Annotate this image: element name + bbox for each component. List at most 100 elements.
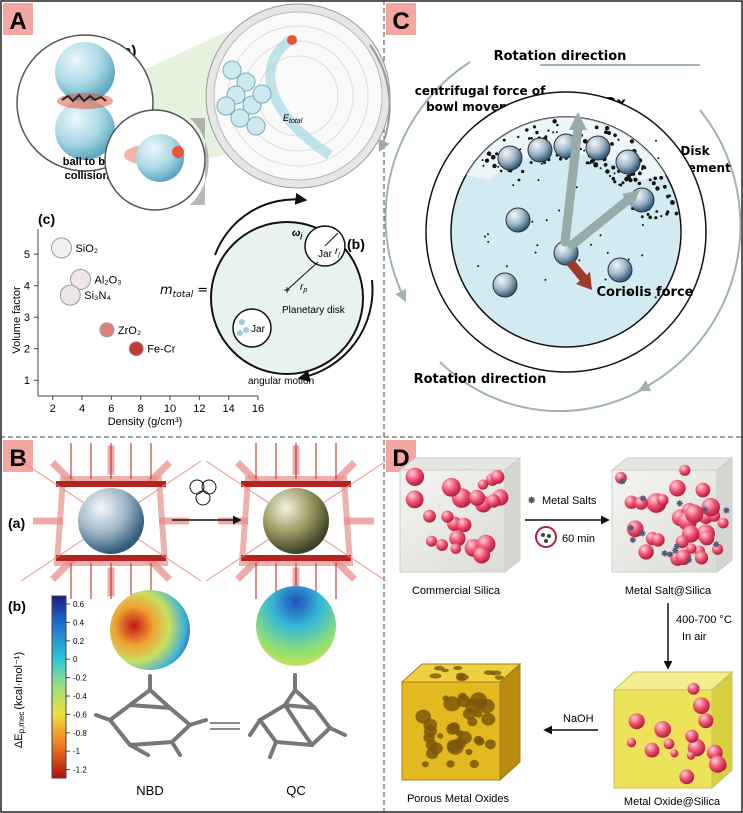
svg-text:✸: ✸ [673,542,681,553]
molecule-nbd [94,674,208,757]
e-total-label: Etotal [283,113,303,125]
svg-text:✸: ✸ [638,529,646,540]
x-tick-label: 16 [252,403,264,415]
rotation-arrow-right [637,109,742,392]
disk-force-arrow [567,195,633,250]
jar-lower [232,308,272,348]
rotation-direction-bottom: Rotation direction [414,372,547,387]
porous-metal-oxides-label: Porous Metal Oxides [407,793,510,805]
colorbar-tick-label: -0.2 [73,674,87,683]
panel-b-sub-a: (a) [8,515,25,531]
in-air-label: In air [682,631,707,643]
porous-metal-oxides-cube [400,662,522,782]
rotation-direction-top: Rotation direction [494,49,627,64]
svg-text:✸: ✸ [629,536,637,547]
colorbar-tick-label: 0.2 [73,637,85,646]
colorbar-tick-label: 0.4 [73,618,85,627]
naoh-label: NaOH [563,713,594,725]
colorbar-tick-label: -1.2 [73,766,87,775]
three-balls-icon [189,479,217,506]
svg-text:✸: ✸ [712,540,720,551]
commercial-silica-label: Commercial Silica [412,585,501,597]
chart-xlabel: Density (g/cm³) [108,416,183,428]
panel-a-sub-c: (c) [38,211,55,227]
x-tick-label: 14 [223,403,235,415]
colorbar-tick-label: -0.6 [73,710,87,719]
data-point [50,237,72,259]
panel-b-sub-b: (b) [8,598,26,614]
energy-sphere-nbd [110,590,190,670]
ball-bottom [55,100,115,160]
jar-upper-label: Jar [318,249,333,260]
powder-particles [61,93,107,103]
rj-label: rj [335,246,340,258]
y-tick-label: 2 [24,344,30,356]
data-point-label: Si₃N₄ [84,290,111,302]
colorbar-tick-label: -0.8 [73,729,87,738]
panel-a-letter-box [3,3,33,35]
svg-text:✸: ✸ [685,556,693,567]
centrifugal-line1: centrifugal force of [415,84,546,98]
x-tick-label: 4 [79,403,85,415]
panel-d: D Commercial Silica ✸ Metal Salts 60 min… [386,440,734,808]
colorbar-ticks: 0.60.40.20-0.2-0.4-0.6-0.8-1-1.2 [66,600,87,775]
x-tick-label: 8 [138,403,144,415]
salt-star-icon: ✸ [527,495,536,507]
jar-top-view: Etotal [205,3,391,189]
colorbar-tick-label: -1 [73,747,81,756]
svg-text:✸: ✸ [666,550,674,561]
rp-label: rp [300,282,307,294]
panel-a-letter: A [9,8,26,35]
grinding-balls [492,133,655,298]
disk-rotation-arrow-top [214,192,308,256]
colorbar-tick-label: 0 [73,655,78,664]
metal-oxide-silica-cube [612,670,734,790]
rotation-arrow-left [384,61,471,303]
colorbar-tick-label: 0.6 [73,600,85,609]
panel-c-letter: C [392,8,409,35]
commercial-silica-cube [398,456,522,574]
colorbar [51,595,67,779]
metal-salt-silica-label: Metal Salt@Silica [625,585,712,597]
panel-c: C Rotation direction centrifugal force o… [384,3,742,413]
steel-ball [78,488,144,554]
svg-text:✸: ✸ [676,499,684,510]
jar-rotation-arrow [369,44,391,153]
data-point [99,322,115,338]
jar-lower-label: Jar [251,324,266,335]
qc-label: QC [286,783,306,798]
energy-sphere-qc [256,586,336,666]
time-label: 60 min [562,533,595,545]
panel-a: A (a) ball to ball collisions [3,3,391,428]
panel-b-letter: B [9,445,26,472]
rj-line [324,232,339,247]
top-ball-marker [287,35,297,45]
metal-salts-label: Metal Salts [542,495,597,507]
ball-at-wall [136,134,184,182]
planetary-disk-schematic: (b) mtotal= Jar rj ωj rp + Planetary dis… [160,192,374,387]
ball-cluster [216,60,272,136]
data-point-label: Fe-Cr [147,344,175,356]
molecule-qc [248,673,347,759]
coriolis-force-arrow [566,259,589,283]
y-tick-label: 3 [24,312,30,324]
compression-schematic-left [20,443,202,599]
ball-top [55,42,115,102]
x-tick-label: 12 [193,403,205,415]
data-point [70,268,92,290]
deformed-ball [263,488,329,554]
svg-text:✸: ✸ [671,546,679,557]
colorbar-label: ΔEp,mec(kcal·mol⁻¹) [13,652,26,748]
panel-b: B (a) (b) 0.60.40.20-0.2-0.4-0.6-0.8-1-1… [3,440,387,798]
svg-text:✸: ✸ [722,506,730,517]
coriolis-label: Coriolis force [597,285,694,300]
rotation-arrow-bottom [439,361,651,413]
x-tick-label: 2 [50,403,56,415]
temperature-label: 400-700 °C [676,614,732,626]
ball-mill-icon [535,526,557,548]
angular-motion-label: angular motion [248,376,314,387]
planetary-disk-label: Planetary disk [282,305,346,316]
metal-salt-silica-cube: ✸✸✸✸✸✸✸✸✸✸✸✸✸✸ [610,456,734,574]
